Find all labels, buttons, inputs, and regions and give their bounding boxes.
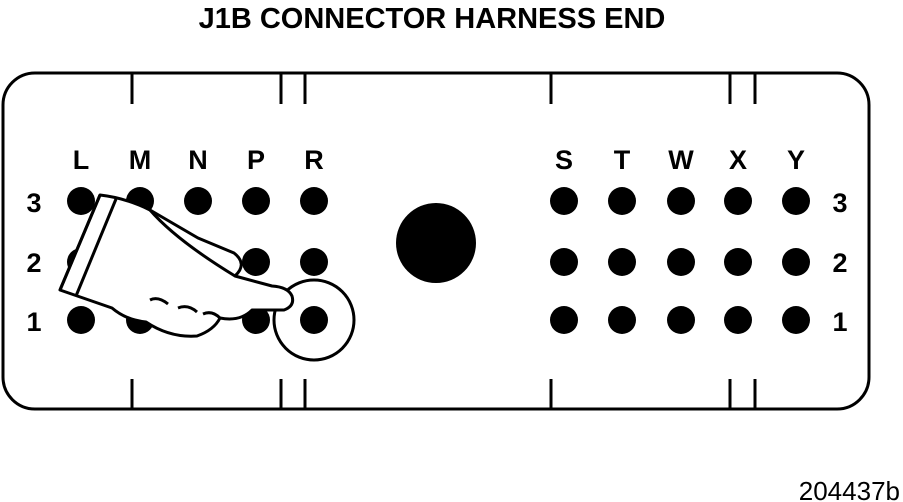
column-label-n: N (188, 145, 208, 175)
terminal-pin-r1 (300, 306, 328, 334)
polarization-key (396, 203, 476, 283)
column-label-x: X (729, 145, 747, 175)
terminal-pin-y2 (782, 248, 810, 276)
terminal-pin-t1 (608, 306, 636, 334)
row-label-left-3: 3 (26, 188, 41, 218)
right-column-labels: S T W X Y (555, 145, 805, 175)
row-label-left-1: 1 (26, 307, 41, 337)
diagram-title: J1B CONNECTOR HARNESS END (199, 3, 666, 35)
terminal-pin-t3 (608, 187, 636, 215)
terminal-pin-r2 (300, 248, 328, 276)
left-column-labels: L M N P R (73, 145, 324, 175)
terminal-pin-y3 (782, 187, 810, 215)
terminal-pin-x2 (724, 248, 752, 276)
column-label-p: P (247, 145, 265, 175)
top-key-marks (130, 73, 757, 104)
terminal-pin-s1 (550, 306, 578, 334)
terminal-pin-s2 (550, 248, 578, 276)
row-label-right-2: 2 (832, 248, 847, 278)
terminal-pin-n3 (184, 187, 212, 215)
connector-body (1, 71, 871, 411)
terminal-pins (67, 187, 810, 334)
column-label-y: Y (787, 145, 805, 175)
terminal-pin-l1 (67, 306, 95, 334)
left-row-labels: 3 2 1 (26, 188, 41, 337)
column-label-t: T (614, 145, 631, 175)
column-label-s: S (555, 145, 573, 175)
column-label-l: L (73, 145, 90, 175)
reference-number: 204437b (799, 476, 900, 502)
column-label-w: W (668, 145, 694, 175)
row-label-right-3: 3 (832, 188, 847, 218)
pointing-hand-icon (58, 193, 295, 338)
bottom-key-marks (130, 379, 757, 409)
highlight-circle (272, 278, 356, 362)
row-label-left-2: 2 (26, 248, 41, 278)
terminal-pin-t2 (608, 248, 636, 276)
terminal-pin-s3 (550, 187, 578, 215)
column-label-m: M (129, 145, 152, 175)
terminal-pin-x1 (724, 306, 752, 334)
right-row-labels: 3 2 1 (832, 188, 847, 337)
terminal-pin-l3 (67, 187, 95, 215)
terminal-pin-p2 (242, 248, 270, 276)
terminal-pin-w2 (667, 248, 695, 276)
terminal-pin-w3 (667, 187, 695, 215)
row-label-right-1: 1 (832, 307, 847, 337)
terminal-pin-r3 (300, 187, 328, 215)
terminal-pin-w1 (667, 306, 695, 334)
terminal-pin-p3 (242, 187, 270, 215)
column-label-r: R (304, 145, 324, 175)
terminal-pin-y1 (782, 306, 810, 334)
terminal-pin-x3 (724, 187, 752, 215)
